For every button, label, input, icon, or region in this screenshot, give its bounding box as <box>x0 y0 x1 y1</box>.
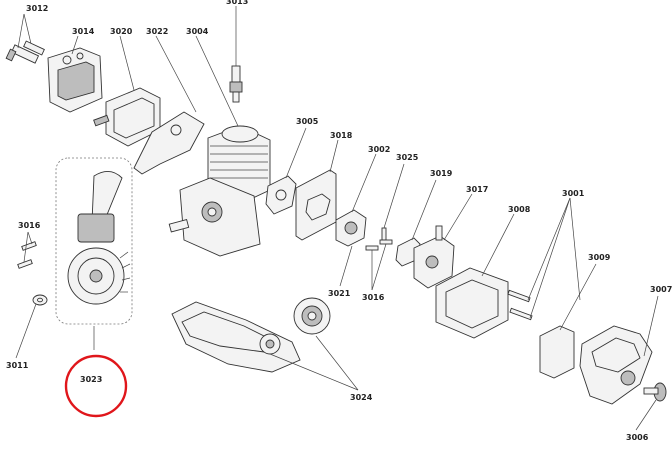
label-3019: 3019 <box>430 169 453 178</box>
label-3014: 3014 <box>72 27 95 36</box>
part-3017-carburetor[interactable] <box>413 193 473 289</box>
label-3009: 3009 <box>588 253 611 262</box>
label-3013: 3013 <box>226 0 248 6</box>
label-3025: 3025 <box>396 153 419 162</box>
label-3018: 3018 <box>330 131 353 140</box>
label-3006: 3006 <box>626 433 649 442</box>
label-3024: 3024 <box>350 393 373 402</box>
part-3012-bolt[interactable] <box>5 13 45 64</box>
part-3006-knob[interactable] <box>635 382 667 431</box>
part-3008-air-filter-base[interactable] <box>435 213 515 339</box>
label-3007: 3007 <box>650 285 672 294</box>
part-3022-gasket[interactable] <box>133 35 205 175</box>
part-3023-ignition-assembly[interactable] <box>55 157 133 350</box>
part-3016-screws-left[interactable] <box>17 231 37 269</box>
part-3004-engine-cylinder[interactable] <box>168 35 271 257</box>
part-3014-muffler-cover[interactable] <box>47 35 103 113</box>
part-3018-insulator[interactable] <box>295 139 339 241</box>
label-3023: 3023 <box>80 375 102 384</box>
part-3001-screws[interactable] <box>507 197 581 321</box>
part-3020-muffler[interactable] <box>93 35 161 147</box>
part-3021-fitting[interactable] <box>305 193 353 287</box>
label-3002: 3002 <box>368 145 390 154</box>
label-3008: 3008 <box>508 205 531 214</box>
label-3004: 3004 <box>186 27 209 36</box>
label-3022: 3022 <box>146 27 168 36</box>
part-3005-intake-gasket[interactable] <box>265 127 307 215</box>
label-3011: 3011 <box>6 361 29 370</box>
part-3024-starter-housing[interactable] <box>171 297 359 391</box>
label-3017: 3017 <box>466 185 488 194</box>
part-3025-screw[interactable] <box>381 163 405 241</box>
part-3007-air-filter-cover[interactable] <box>579 295 659 405</box>
highlight-circle <box>64 354 128 418</box>
part-3013-spark-plug[interactable] <box>229 6 243 103</box>
label-3021: 3021 <box>328 289 351 298</box>
label-3001: 3001 <box>562 189 585 198</box>
label-3020: 3020 <box>110 27 133 36</box>
label-3012: 3012 <box>26 4 48 13</box>
label-3005: 3005 <box>296 117 319 126</box>
part-3016-screws-center[interactable] <box>365 239 393 291</box>
label-3016-left: 3016 <box>18 221 41 230</box>
label-3016-center: 3016 <box>362 293 385 302</box>
part-3002-intake-manifold[interactable] <box>335 153 377 247</box>
part-3009-air-filter[interactable] <box>539 263 597 379</box>
part-3011-washer[interactable] <box>15 294 48 359</box>
